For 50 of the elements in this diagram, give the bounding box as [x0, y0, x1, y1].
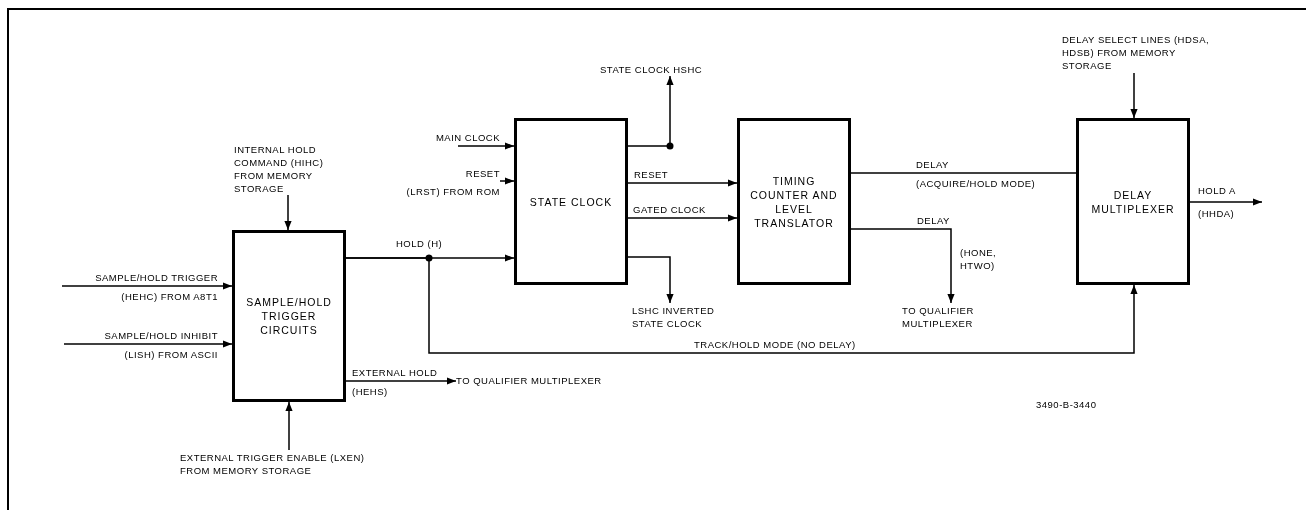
signal-code: (HEHS): [352, 385, 388, 398]
edge-label: GATED CLOCK: [633, 203, 706, 216]
edge-label: EXTERNAL HOLD: [352, 366, 438, 379]
signal-name: (LRST) FROM ROM: [406, 185, 500, 198]
signal-name: EXTERNAL TRIGGER ENABLE (LXEN) FROM MEMORY STORAGE: [180, 451, 366, 477]
signal-arrow: [63, 340, 233, 348]
block-box: [737, 118, 851, 285]
edge-label: MAIN CLOCK: [435, 131, 500, 144]
signal-name: INTERNAL HOLD COMMAND (HIHC) FROM MEMORY STORAGE: [234, 143, 325, 195]
signal-arrow: [285, 401, 293, 451]
edge-label: DELAY: [916, 158, 949, 171]
signal-code: (HEHC) FROM A8T1: [121, 290, 218, 303]
signal-code: (ACQUIRE/HOLD MODE): [916, 177, 1036, 190]
figure-number: 3490-B-3440: [1036, 398, 1097, 411]
block-label: TIMING COUNTER AND LEVEL TRANSLATOR: [749, 173, 839, 230]
signal-arrow: [627, 179, 738, 187]
edge-label: RESET: [465, 167, 500, 180]
signal-arrow: [627, 214, 738, 222]
signal-name: LSHC INVERTED STATE CLOCK: [632, 304, 716, 330]
signal-arrow: [850, 228, 955, 304]
edge-label: RESET: [634, 168, 669, 181]
edge-label: HOLD (H): [396, 237, 443, 250]
block-box: [1076, 118, 1190, 285]
signal-arrow: [457, 142, 515, 150]
edge-label: SAMPLE/HOLD INHIBIT: [104, 329, 218, 342]
signal-name: DELAY SELECT LINES (HDSA, HDSB) FROM MEMORY STORAGE: [1062, 32, 1211, 72]
signal-arrow: [345, 377, 457, 385]
signal-name: TO QUALIFIER MULTIPLEXER: [456, 373, 603, 387]
edge-label: SAMPLE/HOLD TRIGGER: [95, 271, 218, 284]
block-label: SAMPLE/HOLD TRIGGER CIRCUITS: [245, 295, 333, 337]
edge-label: HOLD A: [1198, 184, 1236, 197]
signal-arrow: [499, 177, 515, 185]
signal-code: (HHDA): [1198, 207, 1235, 220]
block-box: [232, 230, 346, 402]
signal-name: TO QUALIFIER MULTIPLEXER: [902, 304, 975, 330]
signal-arrow: [345, 257, 1138, 354]
signal-arrow: [627, 75, 674, 147]
signal-arrow: [627, 256, 674, 304]
signal-code: (LISH) FROM ASCII: [124, 348, 218, 361]
signal-arrow: [1130, 72, 1138, 119]
block-label: DELAY MULTIPLEXER: [1090, 187, 1176, 216]
block-box: [514, 118, 628, 285]
edge-label: DELAY: [917, 214, 950, 227]
signal-name: STATE CLOCK HSHC: [600, 62, 704, 76]
signal-arrow: [61, 282, 233, 290]
signal-arrow: [1189, 198, 1263, 206]
edge-label: TRACK/HOLD MODE (NO DELAY): [694, 338, 856, 351]
signal-arrow: [284, 194, 292, 231]
signal-code: (HONE, HTWO): [960, 246, 998, 272]
block-label: STATE CLOCK: [529, 194, 613, 209]
